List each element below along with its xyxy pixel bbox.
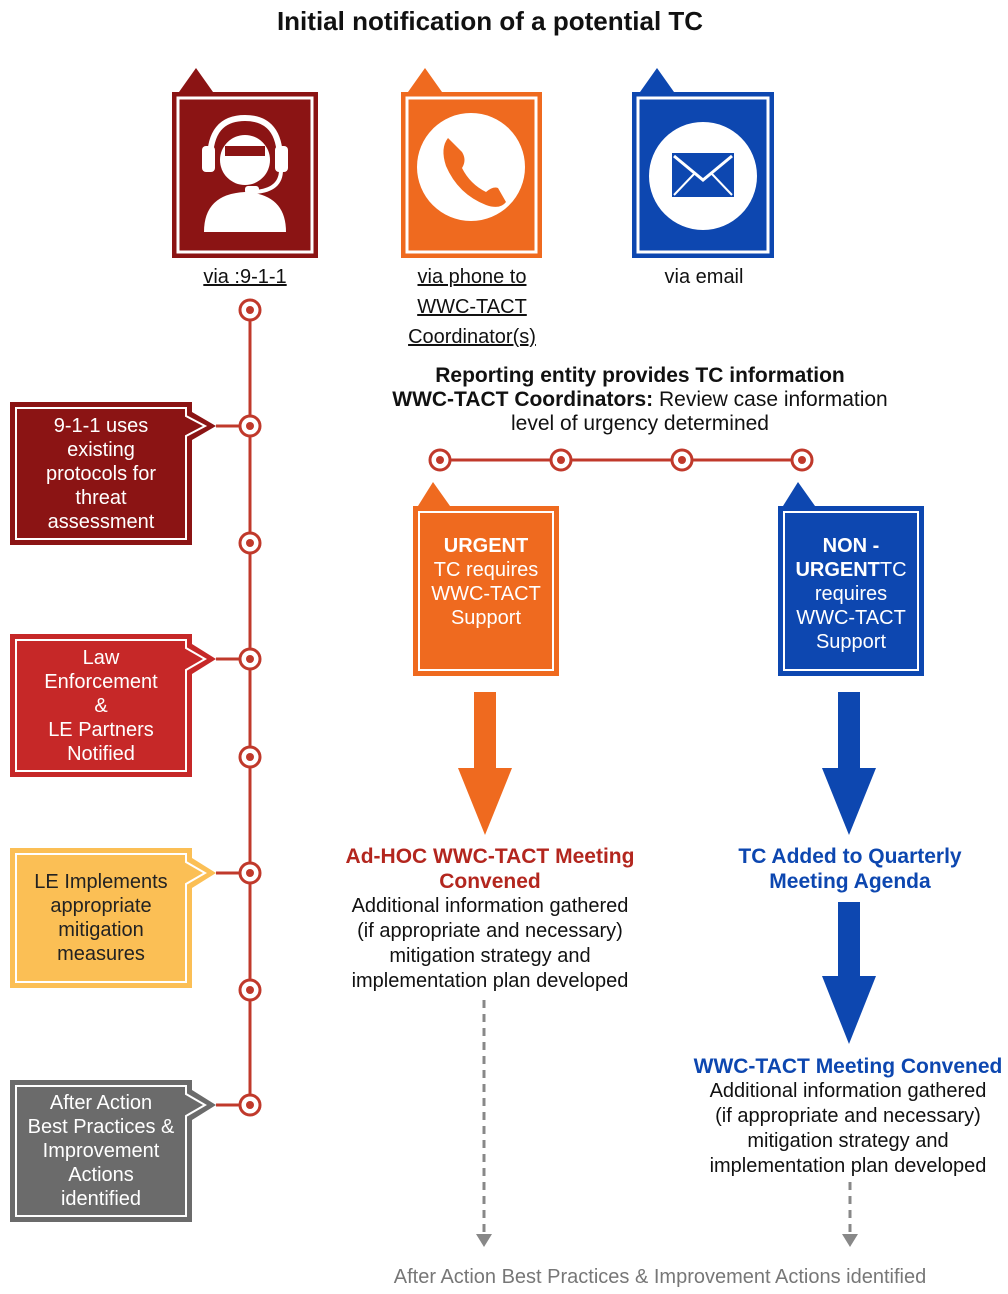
urgent-arrow xyxy=(458,692,512,835)
non-urgent-details: Additional information gathered (if appr… xyxy=(709,1080,987,1177)
timeline-node xyxy=(238,745,262,769)
timeline-node xyxy=(238,647,262,671)
dashed-arrow-left xyxy=(476,1000,492,1247)
channel-card-911 xyxy=(172,68,318,258)
non-urgent-tag: NON - URGENTTC requires WWC-TACT Support xyxy=(795,535,907,653)
footer-note: After Action Best Practices & Improvemen… xyxy=(393,1266,927,1288)
operator-headset-icon xyxy=(202,114,288,232)
timeline xyxy=(238,298,262,1117)
urgent-tag-frame xyxy=(413,482,559,676)
channel-label-911: via :9-1-1 xyxy=(203,266,287,288)
channel-label-phone: via phone to WWC-TACT Coordinator(s) xyxy=(408,266,536,348)
timeline-node xyxy=(238,861,262,885)
urgent-details: Additional information gathered (if appr… xyxy=(351,895,629,992)
meeting-convened-heading: WWC-TACT Meeting Convened xyxy=(693,1055,1003,1078)
adhoc-meeting-heading: Ad-HOC WWC-TACT Meeting Convened xyxy=(345,845,635,893)
non-urgent-arrow-1 xyxy=(822,692,876,835)
envelope-icon xyxy=(672,153,734,197)
non-urgent-tag-frame xyxy=(778,482,924,676)
timeline-node xyxy=(238,414,262,438)
step-box-911-protocols: 9-1-1 uses existing protocols for threat… xyxy=(45,414,157,533)
timeline-node xyxy=(238,531,262,555)
timeline-node xyxy=(238,298,262,322)
urgent-tag: URGENT TC requires WWC-TACT Support xyxy=(431,535,541,629)
phone-icon xyxy=(443,138,506,207)
quarterly-agenda-heading: TC Added to Quarterly Meeting Agenda xyxy=(738,845,962,893)
non-urgent-arrow-2 xyxy=(822,902,876,1044)
step-box-le-implements: LE Implements appropriate mitigation mea… xyxy=(34,871,168,965)
step-box-law-enforcement: Law Enforcement & LE Partners Notified xyxy=(44,646,158,765)
side-box-frames xyxy=(10,402,240,1222)
timeline-node xyxy=(238,1093,262,1117)
dashed-arrow-right xyxy=(842,1182,858,1247)
step-box-after-action: After Action Best Practices & Improvemen… xyxy=(27,1092,175,1210)
page-title: Initial notification of a potential TC xyxy=(276,6,704,36)
channel-label-email: via email xyxy=(664,266,744,288)
channel-card-phone xyxy=(401,68,542,258)
reporting-block: Reporting entity provides TC information… xyxy=(392,364,888,435)
branch-line xyxy=(428,448,814,472)
channel-card-email xyxy=(632,68,774,258)
timeline-node xyxy=(238,978,262,1002)
